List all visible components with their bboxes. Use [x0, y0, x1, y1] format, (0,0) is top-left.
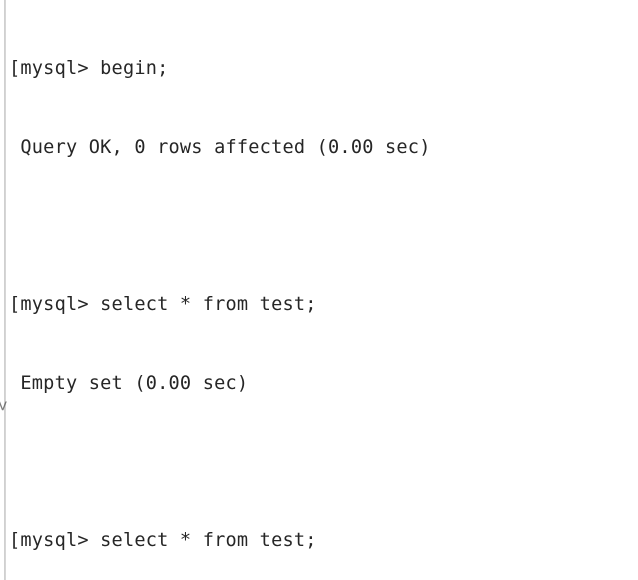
terminal-line: Empty set (0.00 sec) [9, 372, 249, 394]
terminal-line: [mysql> select * from test; [9, 529, 317, 551]
terminal-line: [mysql> begin; [9, 58, 169, 80]
left-edge-rule [4, 0, 6, 580]
edge-artifact-character: < [0, 401, 7, 411]
terminal-line-blank [9, 449, 633, 475]
terminal-line: [mysql> select * from test; [9, 294, 317, 316]
terminal-line: Query OK, 0 rows affected (0.00 sec) [9, 137, 431, 158]
terminal-output[interactable]: [mysql> begin; Query OK, 0 rows affected… [9, 4, 633, 580]
terminal-line-blank [9, 214, 633, 240]
edge-artifact-glyph: < [0, 396, 7, 426]
